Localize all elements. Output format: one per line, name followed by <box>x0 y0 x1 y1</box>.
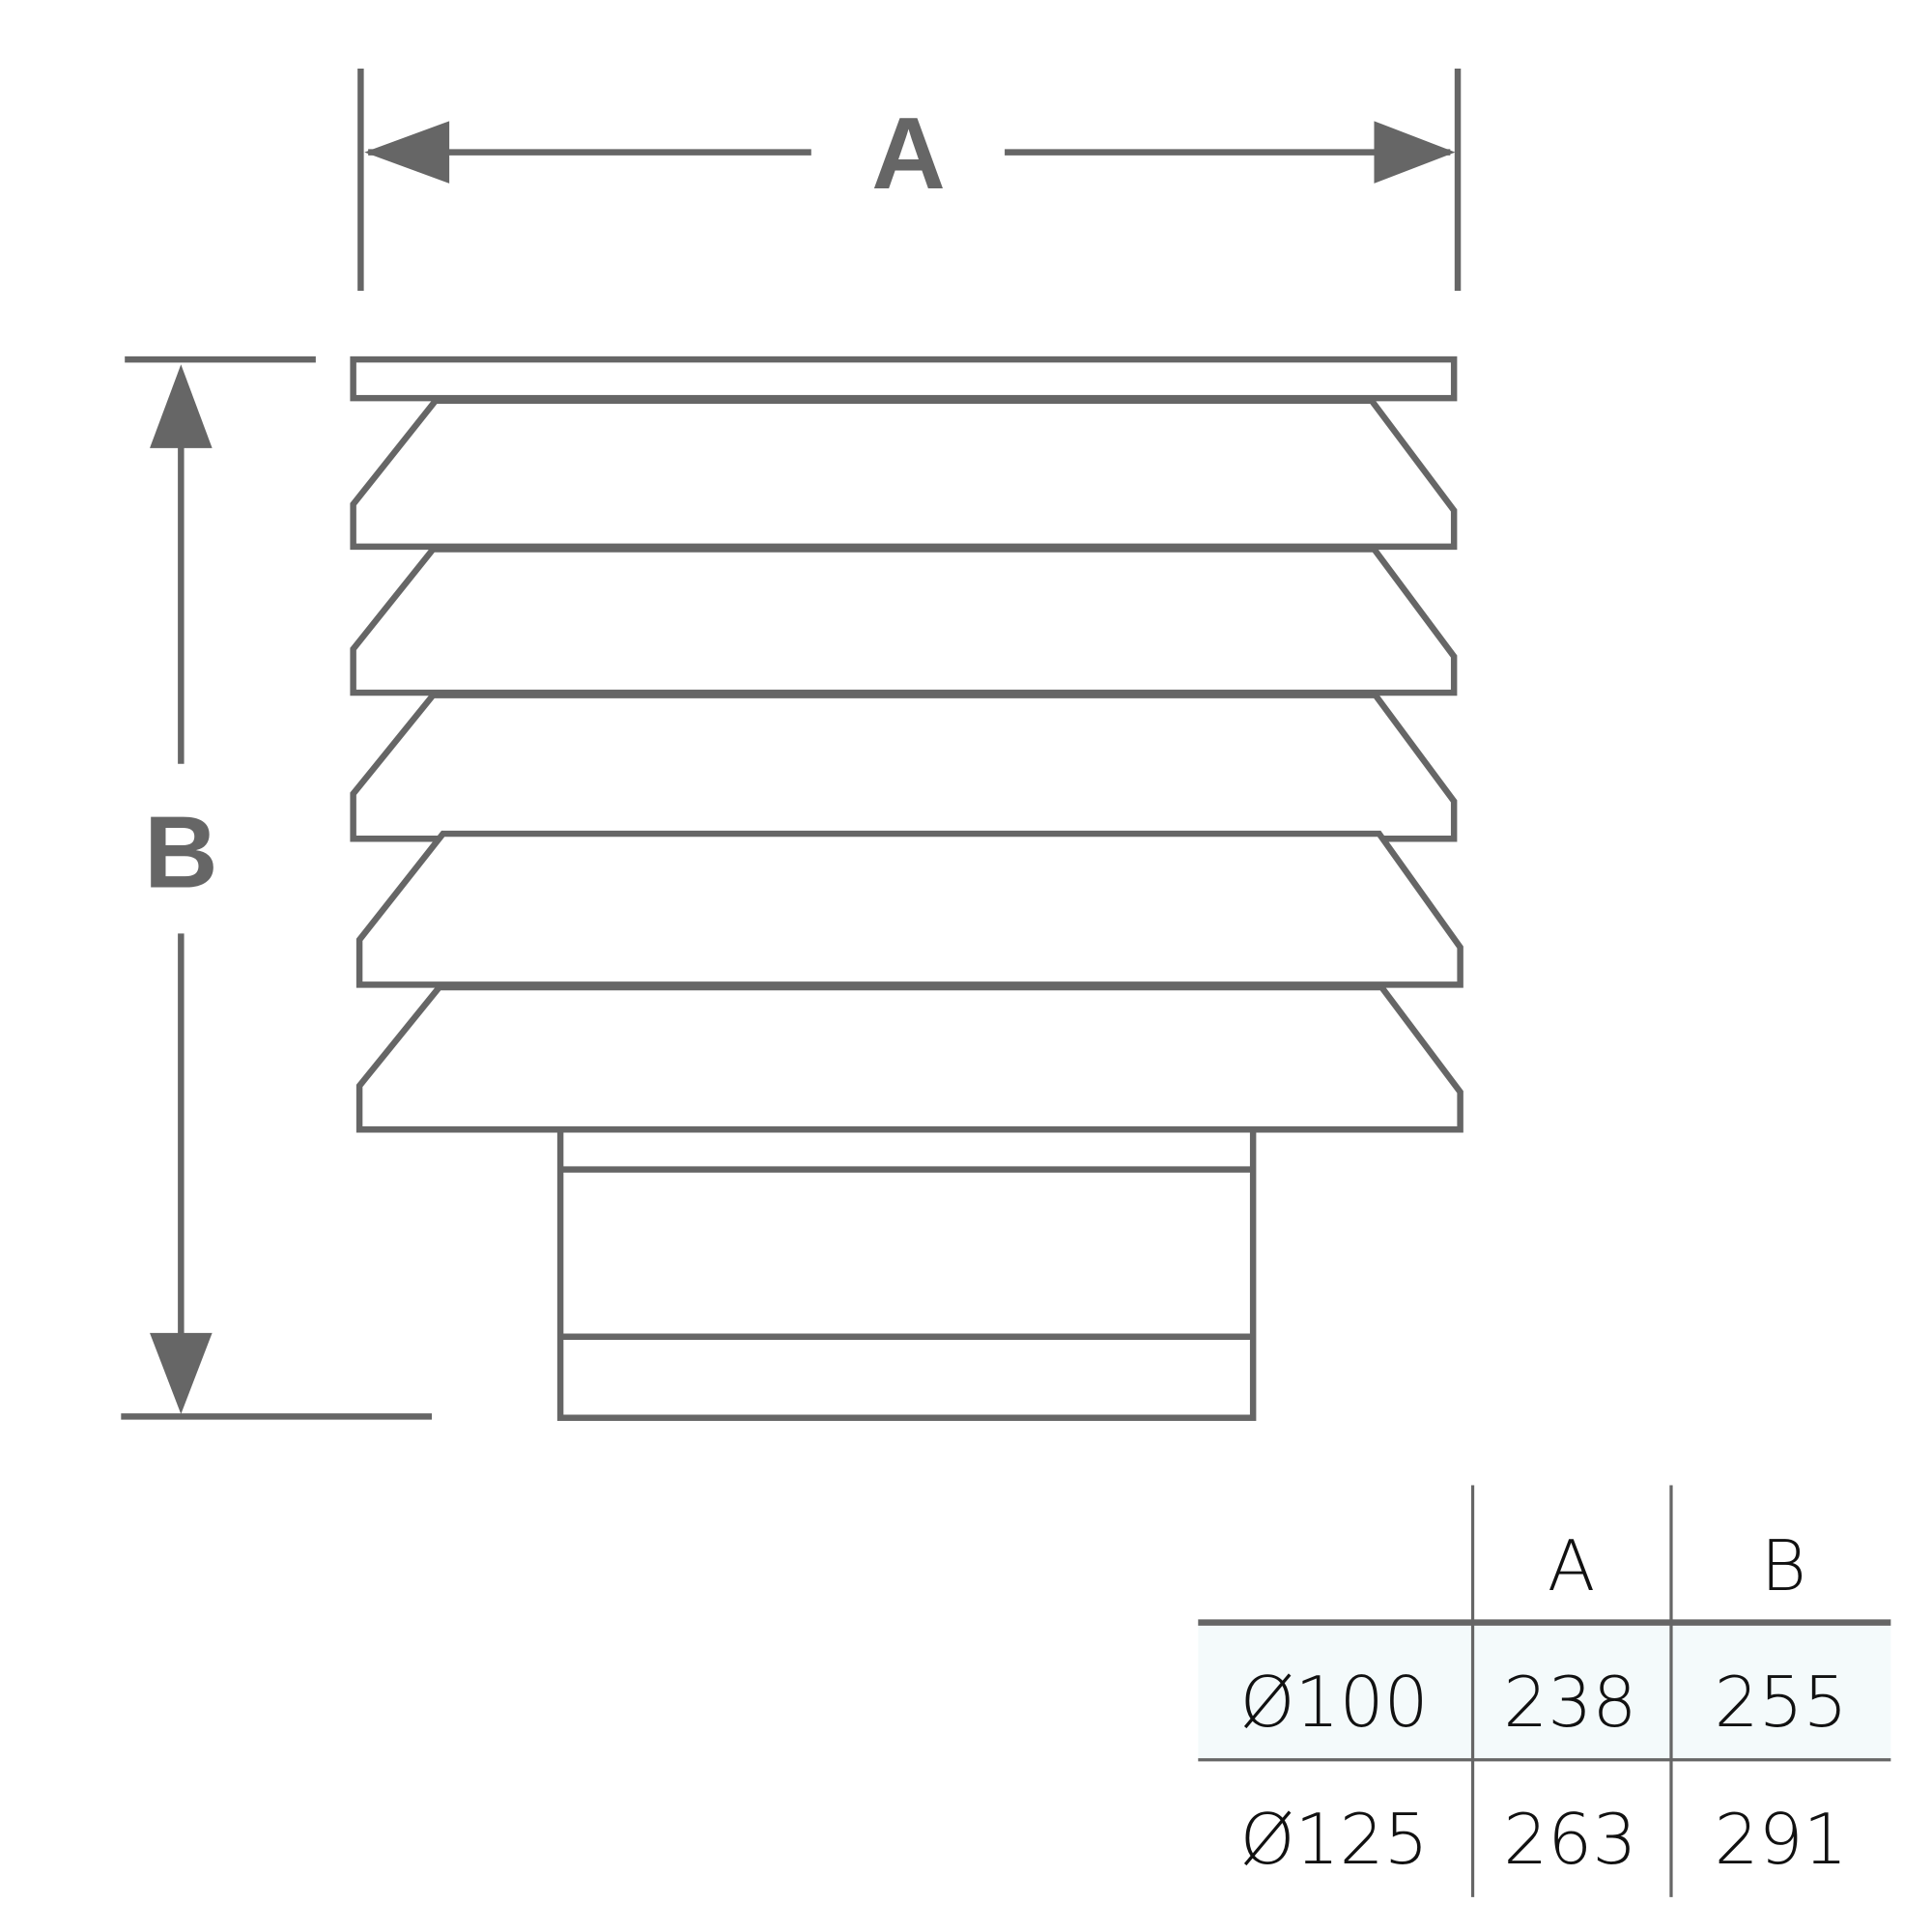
louver-3 <box>350 692 1458 842</box>
louver-2 <box>350 546 1458 696</box>
cowl-outline <box>350 355 1463 1421</box>
table-header-a: A <box>1548 1526 1596 1607</box>
table-row-highlight <box>1198 1625 1891 1759</box>
dimension-label-b: B <box>144 796 218 910</box>
table-cell-a: 263 <box>1503 1800 1636 1881</box>
dimensions-table: A B Ø100 238 255 Ø125 263 291 <box>1198 1485 1891 1897</box>
dimension-a: A <box>357 69 1462 292</box>
top-cap <box>350 355 1458 402</box>
table-header-b: B <box>1761 1526 1806 1607</box>
louver-1 <box>350 397 1458 551</box>
table-cell-b: 291 <box>1715 1800 1848 1881</box>
arrow-down-icon <box>150 1332 213 1414</box>
louver-5 <box>355 983 1463 1133</box>
arrow-left-icon <box>364 121 450 184</box>
table-cell-size: Ø100 <box>1240 1662 1429 1744</box>
table-cell-size: Ø125 <box>1240 1800 1429 1881</box>
base-spigot <box>556 1126 1257 1421</box>
arrow-up-icon <box>150 364 213 448</box>
table-cell-b: 255 <box>1715 1662 1848 1744</box>
dimension-b: B <box>121 355 433 1420</box>
table-cell-a: 238 <box>1503 1662 1636 1744</box>
arrow-right-icon <box>1374 121 1456 184</box>
louver-4 <box>355 830 1463 988</box>
dimension-label-a: A <box>871 97 946 211</box>
